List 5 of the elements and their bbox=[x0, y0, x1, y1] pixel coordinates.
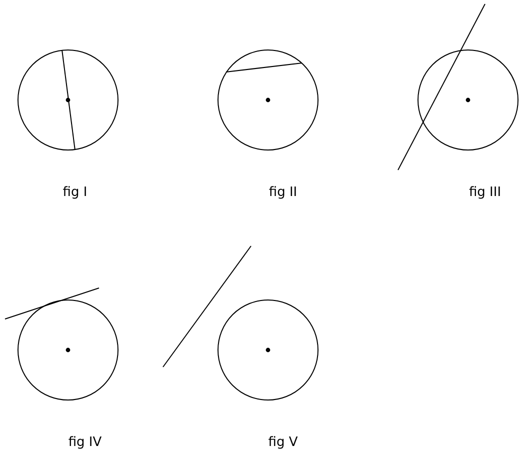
figure-caption: fig IV bbox=[68, 435, 102, 451]
figure-caption: fig II bbox=[268, 185, 298, 201]
figure-caption: fig I bbox=[62, 185, 88, 201]
figure-caption: fig III bbox=[468, 185, 502, 201]
figure-caption: fig V bbox=[268, 435, 298, 451]
